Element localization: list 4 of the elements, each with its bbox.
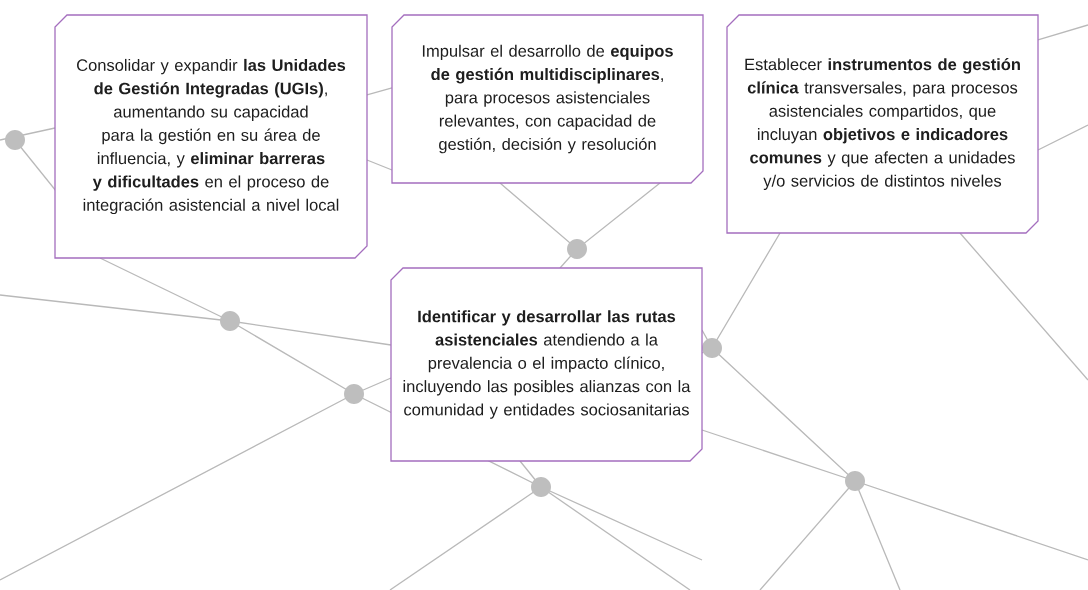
text-box: Identificar y desarrollar las rutas asistenciales atendiendo a la prevalencia o el impacto clínico, incluyendo las posibles alianzas con la comunidad y entidades sociosanitarias — [390, 267, 703, 462]
text-box: Consolidar y expandir las Unidades de Gestión Integradas (UGIs), aumentando su capacidad para la gestión en su área de influencia, y eliminar barreras y dificultades en el proceso de integración asistencial a nivel local — [54, 14, 368, 259]
text-box: Establecer instrumentos de gestión clínica transversales, para procesos asistenciales compartidos, que incluyan objetivos e indicadores comunes y que afecten a unidades y/o servicios de distintos niveles — [726, 14, 1039, 234]
text-box: Impulsar el desarrollo de equipos de gestión multidisciplinares, para procesos asistenciales relevantes, con capacidad de gestión, decisión y resolución — [391, 14, 704, 184]
